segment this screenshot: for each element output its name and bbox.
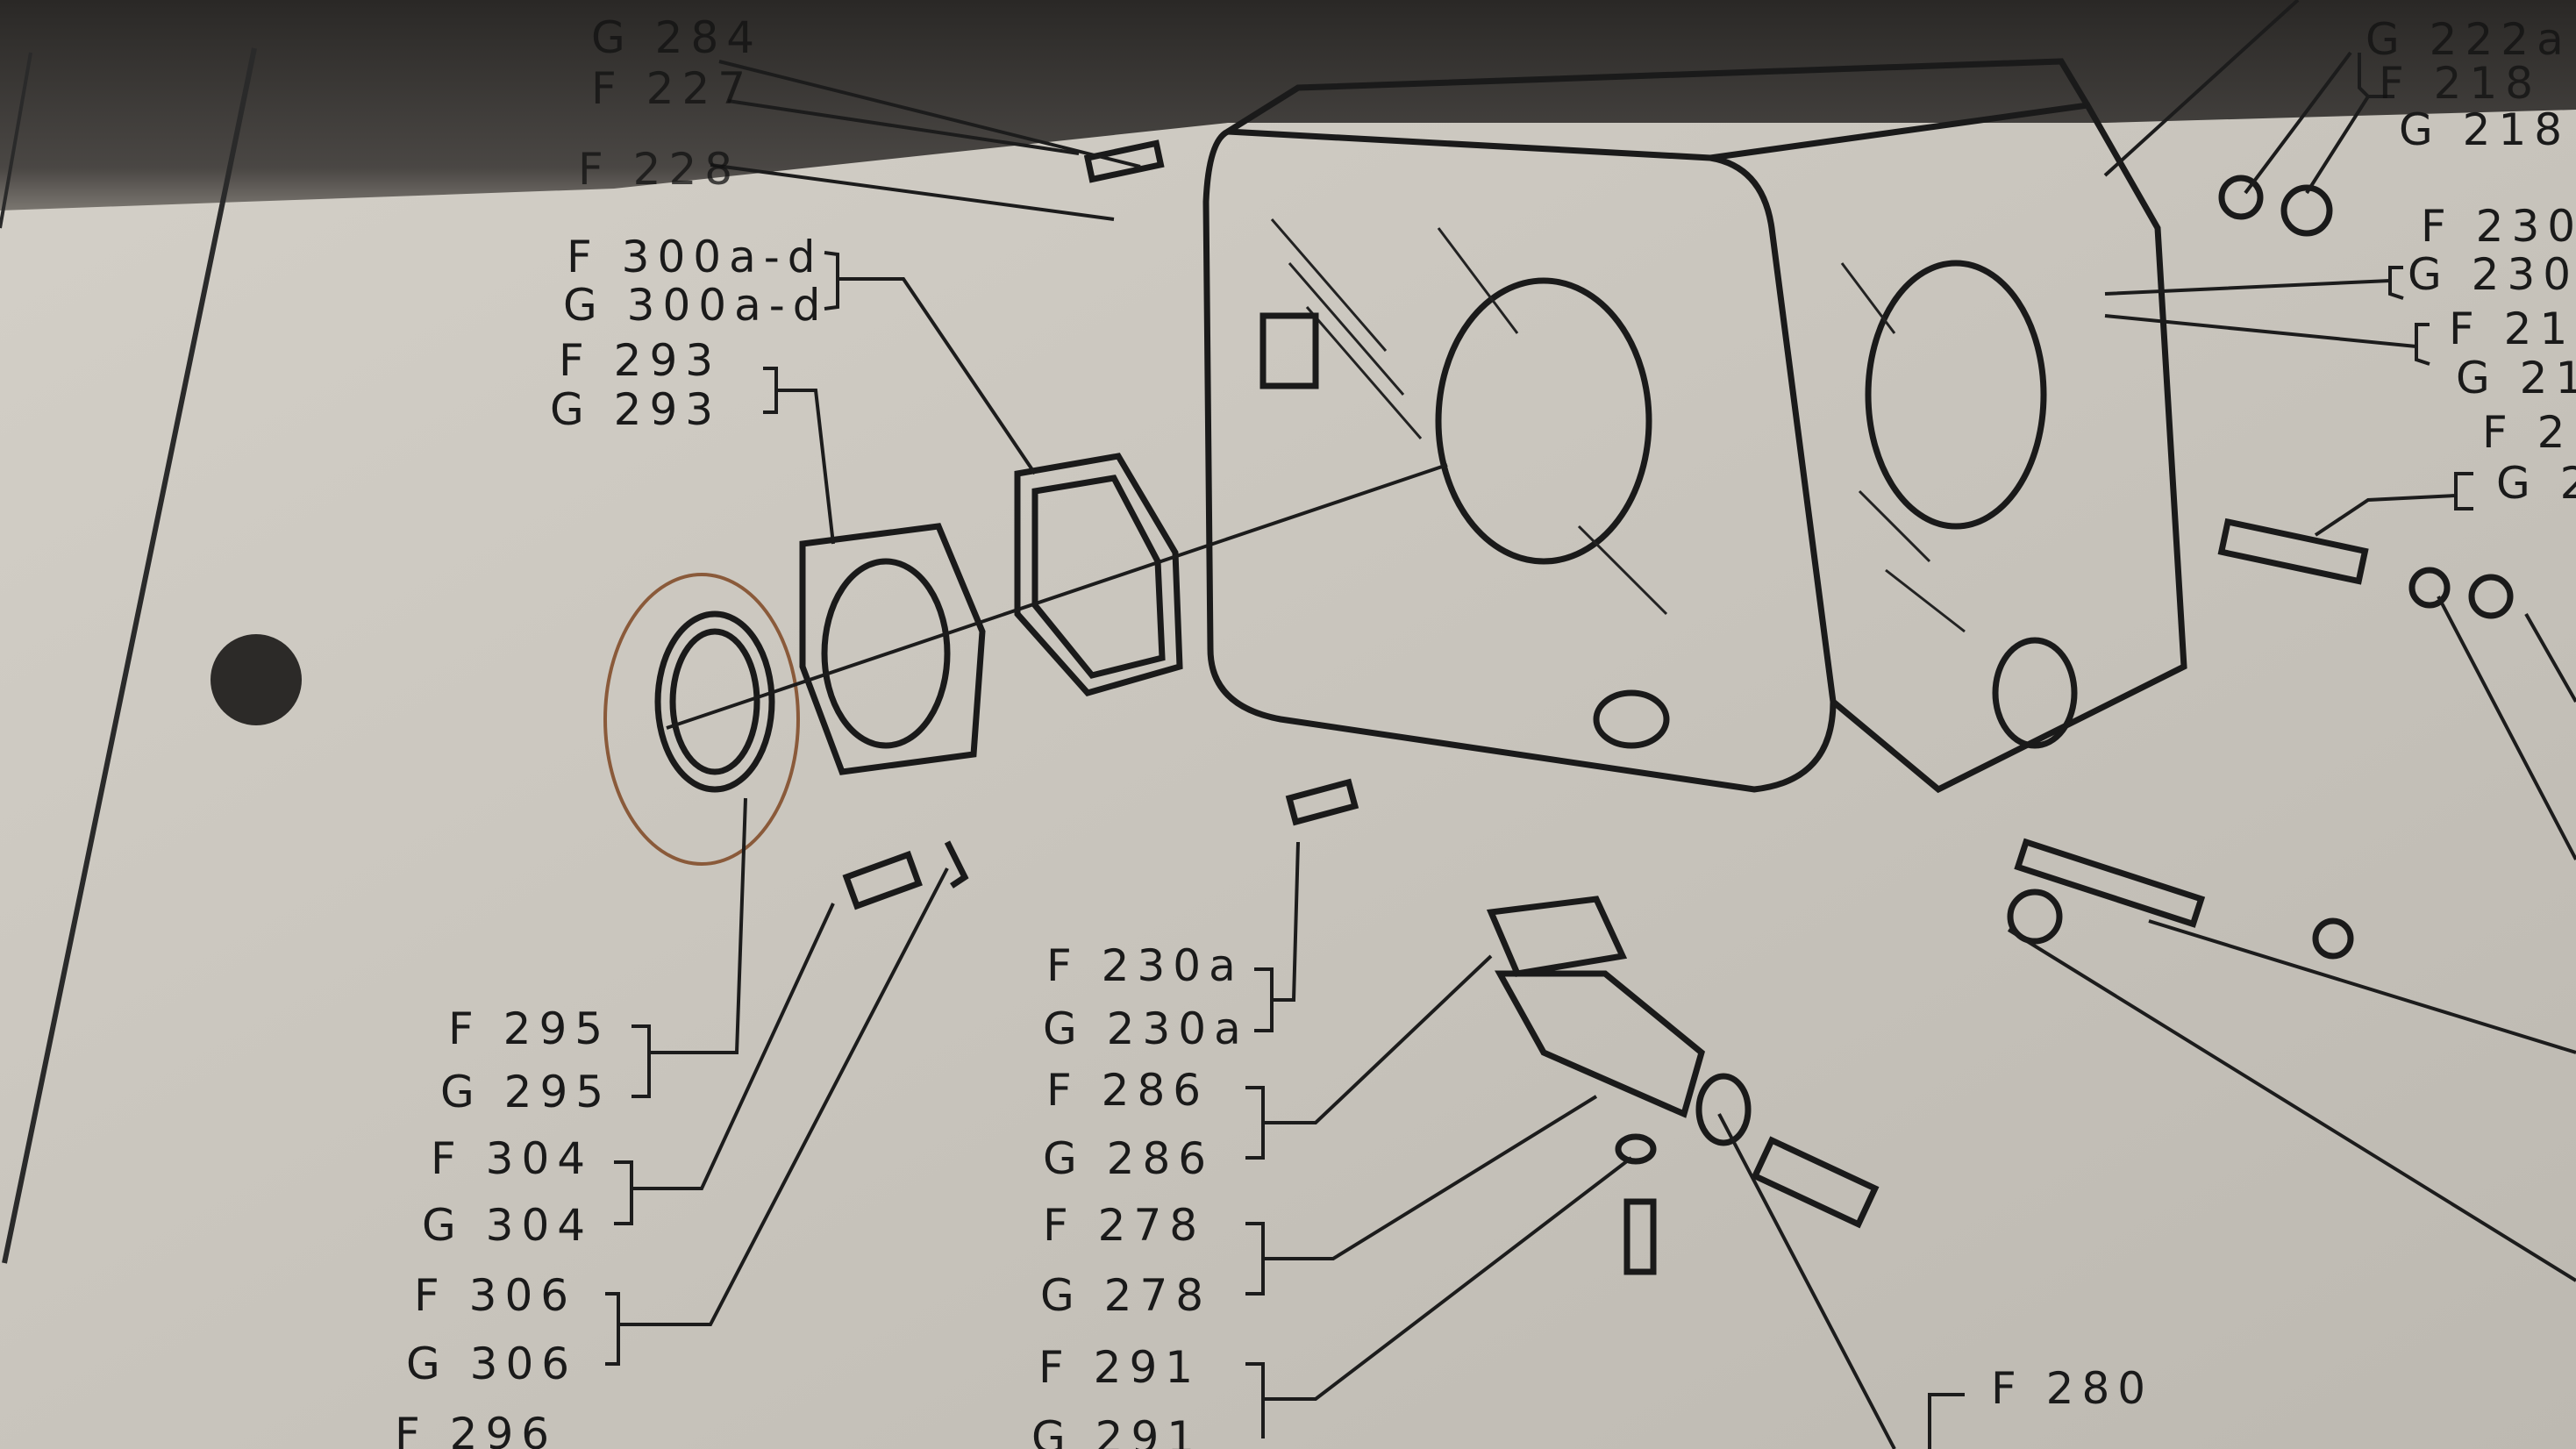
gaskets — [603, 453, 1448, 866]
seal-ring — [654, 610, 775, 793]
part-label: G 295 — [440, 1067, 611, 1117]
pencil-circle — [603, 573, 800, 866]
part-label: F 300a-d — [567, 232, 824, 282]
part-label: G 230 — [2408, 249, 2576, 300]
binder-hole — [211, 634, 302, 725]
part-label: F 230 — [2421, 201, 2576, 252]
part-label: G 230a — [1043, 1003, 1249, 1054]
part-label: F 227 — [591, 63, 753, 114]
part-label: G 300a-d — [563, 280, 829, 331]
leader-lines — [605, 0, 2576, 1449]
part-label: F 230a — [1046, 940, 1244, 991]
part-label: G 218 — [2399, 104, 2570, 155]
part-label: F 2 — [2482, 407, 2572, 458]
part-label: G 293 — [550, 384, 721, 435]
part-label: G 291 — [1031, 1412, 1202, 1449]
part-label: G 21 — [2456, 353, 2576, 403]
part-label: F 280 — [1991, 1363, 2153, 1414]
part-label: F 304 — [431, 1133, 593, 1184]
left-part-labels: G 284 F 227 F 228 F 300a-d G 300a-d F 29… — [395, 12, 829, 1449]
part-label: G 306 — [406, 1338, 577, 1389]
small-parts — [842, 139, 2514, 1275]
part-label: G 284 — [591, 12, 762, 63]
part-label: F 286 — [1046, 1065, 1209, 1116]
part-label: F 293 — [559, 335, 721, 386]
right-part-labels: G 222a F 218 G 218 F 230 G 230 F 21 G 21… — [2365, 14, 2576, 509]
gearbox-housing — [1202, 58, 2187, 794]
part-label: G 2 — [2496, 458, 2576, 509]
part-label: G 278 — [1040, 1270, 1211, 1321]
part-label: G 304 — [422, 1200, 593, 1251]
part-label: F 291 — [1038, 1342, 1201, 1393]
part-label: F 296 — [395, 1409, 557, 1449]
part-label: F 218 — [2379, 58, 2541, 109]
center-part-labels: F 230a G 230a F 286 G 286 F 278 G 278 F … — [1031, 940, 2153, 1449]
part-label: G 222a — [2365, 14, 2572, 65]
page-shadow — [0, 0, 2576, 211]
part-label: G 286 — [1043, 1133, 1214, 1184]
part-label: F 228 — [578, 144, 740, 195]
page-edge-line — [2, 47, 257, 1264]
part-label: F 278 — [1043, 1200, 1205, 1251]
part-label: F 21 — [2449, 303, 2575, 354]
part-label: F 295 — [448, 1003, 610, 1054]
page-edge-line — [0, 52, 32, 229]
part-label: F 306 — [414, 1270, 576, 1321]
